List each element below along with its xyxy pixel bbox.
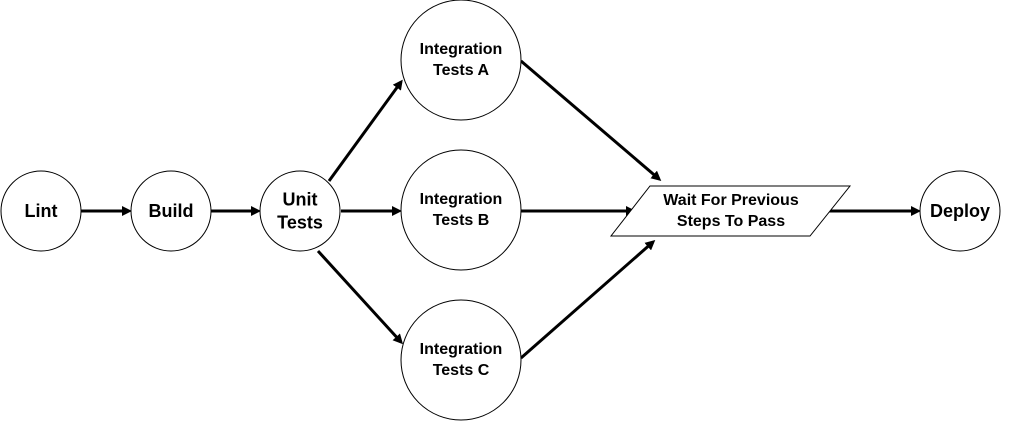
- circle-shape: [259, 170, 341, 252]
- node-label: Wait For Previous: [663, 192, 799, 209]
- node-label: Integration: [420, 341, 503, 358]
- node-build: Build: [130, 170, 212, 252]
- circle-shape: [130, 170, 212, 252]
- node-label: Unit: [283, 189, 318, 209]
- node-lint: Lint: [0, 170, 82, 252]
- circle-shape: [400, 299, 522, 421]
- arrow-intC-to-wait: [520, 240, 656, 360]
- node-label: Integration: [420, 191, 503, 208]
- circle-shape: [400, 0, 522, 121]
- circle-shape: [919, 170, 1001, 252]
- node-label: Tests B: [433, 212, 490, 229]
- node-label: Tests: [277, 213, 323, 233]
- parallelogram-shape: [609, 185, 852, 237]
- node-deploy: Deploy: [919, 170, 1001, 252]
- node-label: Build: [149, 201, 194, 221]
- arrow-intA-to-wait: [520, 59, 662, 181]
- node-label: Steps To Pass: [677, 213, 785, 230]
- node-label: Tests C: [433, 362, 490, 379]
- circle-shape: [0, 170, 82, 252]
- node-label: Tests A: [433, 62, 489, 79]
- edges: [81, 59, 921, 360]
- circle-shape: [400, 149, 522, 271]
- node-label: Integration: [420, 41, 503, 58]
- arrow-unit-to-intC: [316, 249, 404, 345]
- node-label: Deploy: [930, 201, 990, 221]
- node-label: Lint: [25, 201, 58, 221]
- arrow-unit-to-intA: [327, 79, 403, 182]
